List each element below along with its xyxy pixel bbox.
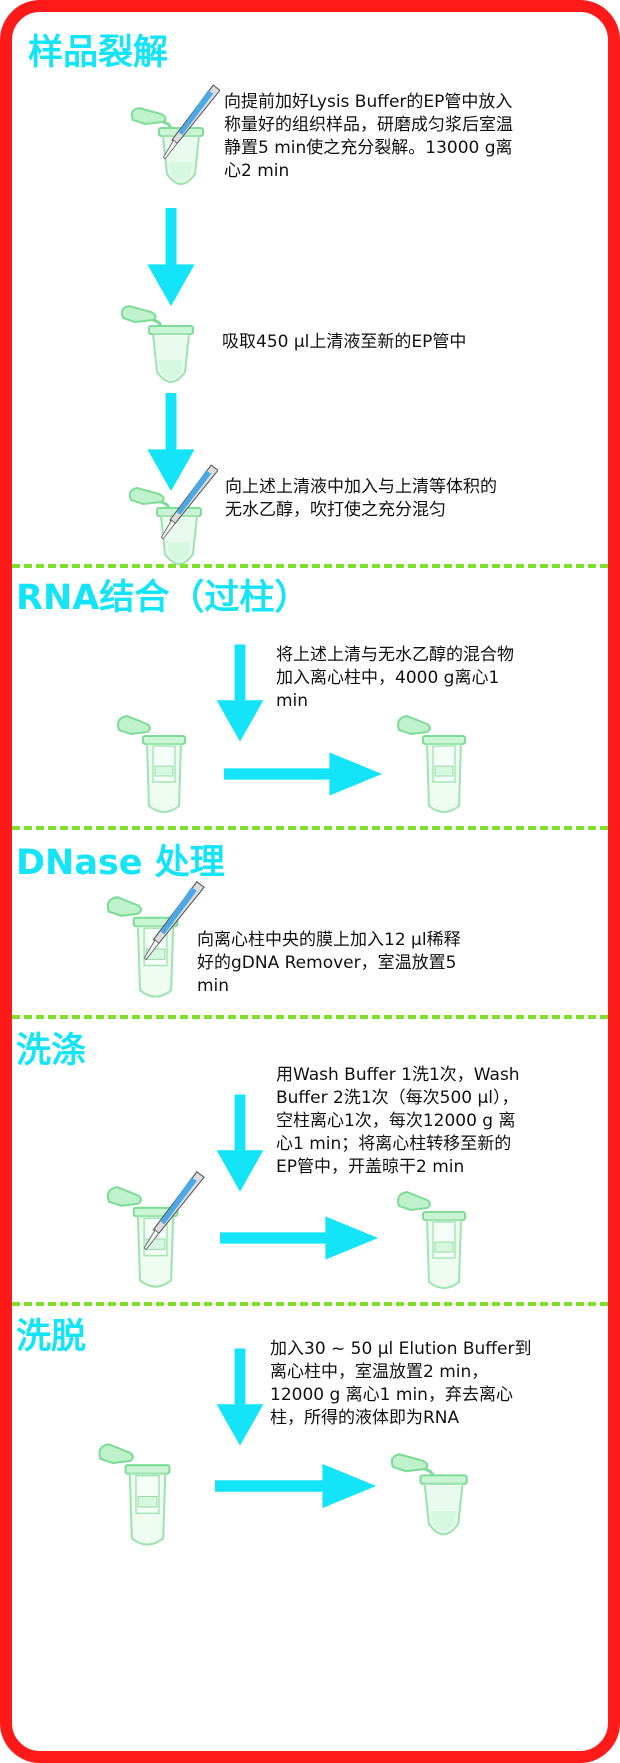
ep-tube-icon [112, 300, 208, 395]
spin-column-tube-icon [112, 710, 194, 820]
section-divider [12, 1015, 608, 1019]
section-title-rna-binding: RNA结合（过柱） [16, 578, 310, 618]
column-with-pipette-icon [106, 881, 205, 998]
section-title-sample-lysis: 样品裂解 [28, 33, 169, 73]
spin-column-tube-icon [392, 710, 474, 820]
spin-column-tube-icon [86, 1438, 186, 1553]
ep-tube-icon [382, 1448, 482, 1548]
section-title-elution: 洗脱 [16, 1317, 87, 1357]
down-arrow-icon [213, 1346, 267, 1450]
section-divider [12, 826, 608, 830]
step-2-text: 吸取450 μl上清液至新的EP管中 [222, 332, 467, 352]
section-title-dnase: DNase 处理 [16, 843, 225, 883]
down-arrow-icon [143, 208, 199, 308]
step-3-text: 向上述上清液中加入与上清等体积的无水乙醇，吹打使之充分混匀 [225, 477, 497, 520]
down-arrow-icon [213, 1092, 267, 1196]
right-arrow-icon [214, 1462, 379, 1510]
step-5-text: 向离心柱中央的膜上加入12 μl稀释好的gDNA Remover，室温放置5 m… [197, 930, 461, 996]
down-arrow-icon [213, 642, 267, 746]
column-with-pipette-icon [106, 1171, 205, 1288]
step-6-text: 用Wash Buffer 1洗1次，Wash Buffer 2洗1次（每次500… [276, 1065, 520, 1177]
section-title-wash: 洗涤 [16, 1031, 87, 1071]
tube-with-pipette-icon [128, 464, 218, 566]
right-arrow-icon [224, 750, 384, 798]
tube-with-pipette-icon [130, 84, 220, 186]
section-divider [12, 1302, 608, 1306]
spin-column-tube-icon [392, 1186, 474, 1296]
step-1-text: 向提前加好Lysis Buffer的EP管中放入称量好的组织样品，研磨成匀浆后室… [224, 92, 513, 181]
right-arrow-icon [220, 1214, 380, 1262]
step-7-text: 加入30 ~ 50 μl Elution Buffer到离心柱中，室温放置2 m… [270, 1339, 532, 1428]
step-4-text: 将上述上清与无水乙醇的混合物加入离心柱中，4000 g离心1 min [276, 645, 514, 711]
section-divider [12, 564, 608, 568]
